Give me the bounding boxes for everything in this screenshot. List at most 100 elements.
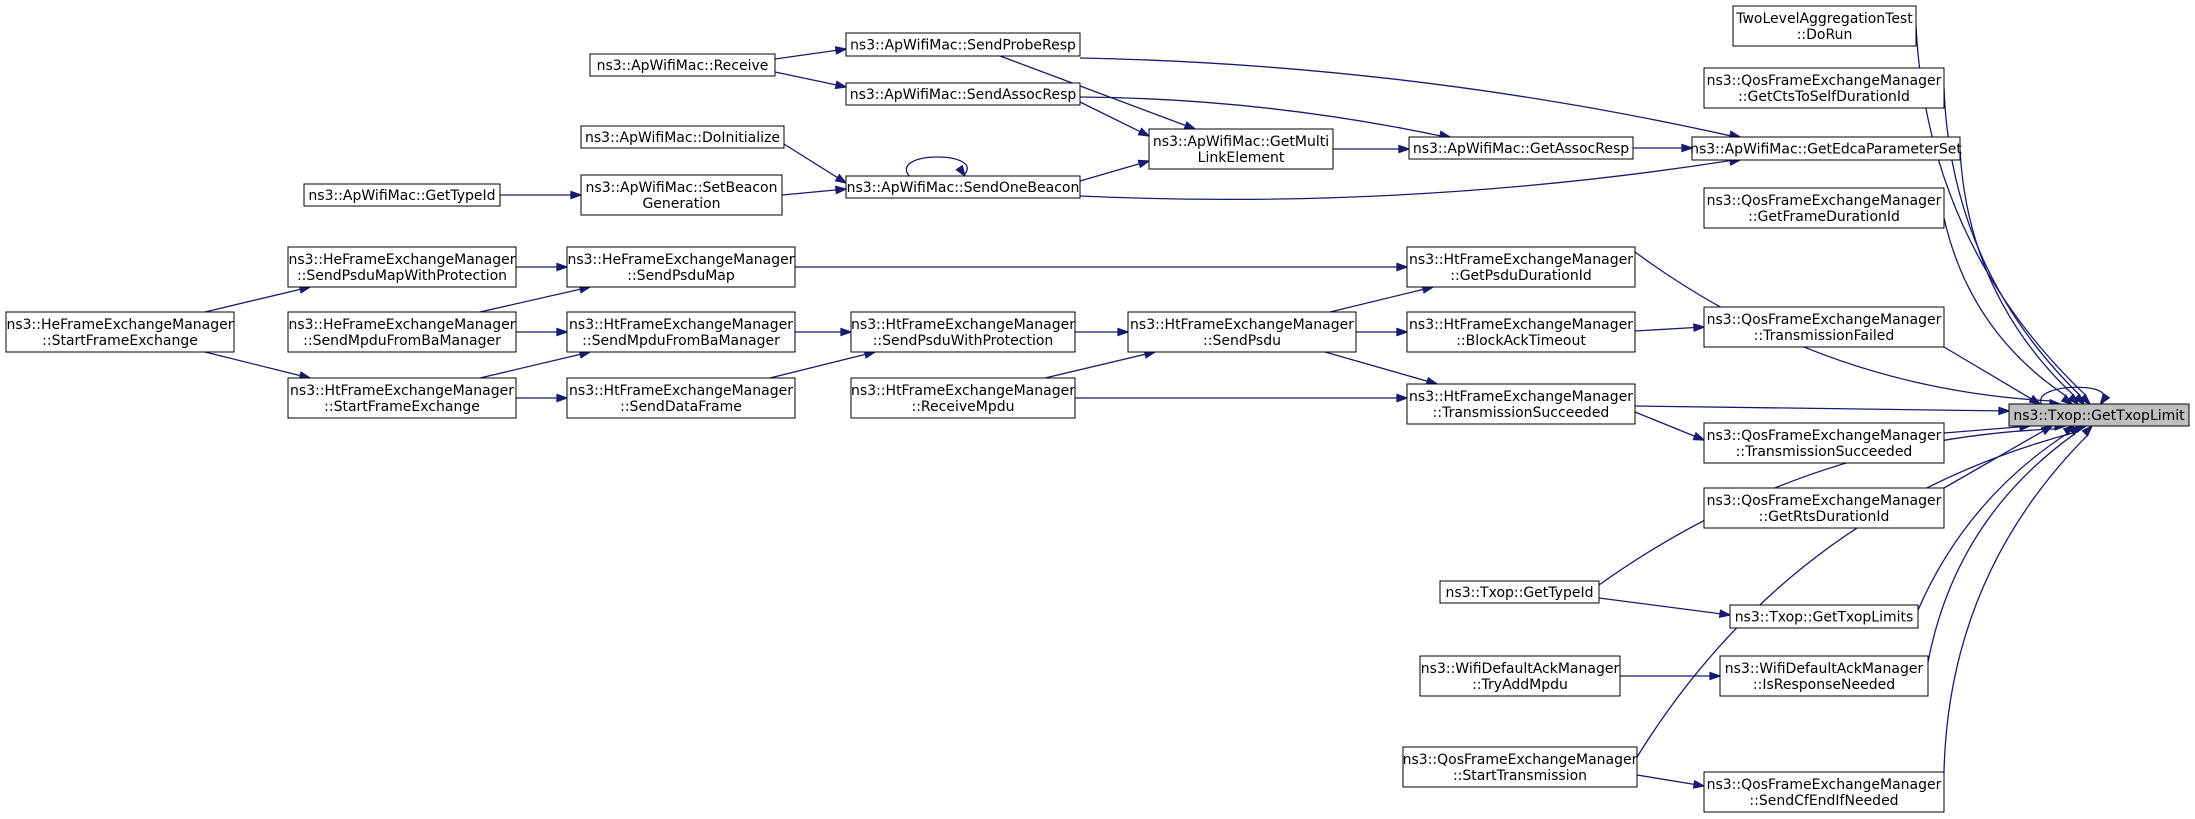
edge-ack_tryaddmpdu-to-ack_isresponseneeded <box>1620 671 1722 681</box>
edge-ap_sendonebeacon-to-ap_getmultilink <box>1079 159 1151 182</box>
node-label: ::SendPsduMapWithProtection <box>297 268 507 284</box>
edge-qos_getrtsdur-to-txop_gettxoplimit <box>1943 425 2054 489</box>
edge-ap_doinitialize-to-ap_sendonebeacon <box>783 143 848 185</box>
node-ht_receivempdu[interactable]: ns3::HtFrameExchangeManager::ReceiveMpdu <box>850 377 1076 419</box>
node-label: ns3::HtFrameExchangeManager <box>1130 317 1354 333</box>
node-ap_doinitialize[interactable]: ns3::ApWifiMac::DoInitialize <box>580 125 785 149</box>
node-ht_sendpsduwithprot[interactable]: ns3::HtFrameExchangeManager::SendPsduWit… <box>850 311 1076 353</box>
node-label: ns3::QosFrameExchangeManager <box>1707 193 1942 209</box>
node-ap_sendassocresp[interactable]: ns3::ApWifiMac::SendAssocResp <box>845 82 1081 106</box>
node-ap_sendproberesp[interactable]: ns3::ApWifiMac::SendProbeResp <box>845 32 1081 57</box>
node-label: ns3::HeFrameExchangeManager <box>6 317 233 333</box>
edge-ht_startframeexchange-to-ht_sendmpdufromba <box>479 350 592 379</box>
edge-ap_getmultilink-to-ap_getassocresp <box>1333 144 1411 154</box>
edge-ap_sendproberesp-to-ap_getedca <box>1079 57 1742 140</box>
edge-ht_receivempdu-to-ht_txsucceeded <box>1075 393 1409 403</box>
node-label: ::SendPsdu <box>1203 333 1281 349</box>
node-label: ns3::HtFrameExchangeManager <box>851 383 1075 399</box>
node-ap_getedca[interactable]: ns3::ApWifiMac::GetEdcaParameterSet <box>1690 136 1962 161</box>
node-label: ::BlockAckTimeout <box>1456 333 1586 349</box>
edge-txop_gettxoplimit-to-txop_gettxoplimit <box>2040 386 2111 406</box>
node-txop_gettxoplimits[interactable]: ns3::Txop::GetTxopLimits <box>1729 604 1919 629</box>
node-label: ns3::QosFrameExchangeManager <box>1707 73 1942 89</box>
node-label: ::TransmissionSucceeded <box>1433 405 1610 421</box>
node-label: ::SendCfEndIfNeeded <box>1749 793 1898 809</box>
node-qos_txfailed[interactable]: ns3::QosFrameExchangeManager::Transmissi… <box>1703 306 1945 348</box>
node-label: ::SendMpduFromBaManager <box>582 333 780 349</box>
node-label: ::GetFrameDurationId <box>1748 209 1900 225</box>
node-ht_getpsdudur[interactable]: ns3::HtFrameExchangeManager::GetPsduDura… <box>1406 246 1636 288</box>
edge-qos_sendcfendifneeded-to-txop_gettxoplimit <box>1943 424 2094 773</box>
node-label: ns3::ApWifiMac::GetTypeId <box>308 188 495 204</box>
node-ht_startframeexchange[interactable]: ns3::HtFrameExchangeManager::StartFrameE… <box>287 377 517 419</box>
node-label: ns3::ApWifiMac::GetMulti <box>1153 134 1329 150</box>
node-he_sendpsdumapwithprot[interactable]: ns3::HeFrameExchangeManager::SendPsduMap… <box>287 246 517 288</box>
node-qos_starttransmission[interactable]: ns3::QosFrameExchangeManager::StartTrans… <box>1402 746 1638 788</box>
node-txop_gettypeid[interactable]: ns3::Txop::GetTypeId <box>1439 580 1600 604</box>
node-ht_blockacktimeout[interactable]: ns3::HtFrameExchangeManager::BlockAckTim… <box>1406 311 1636 353</box>
edge-ht_sendpsdu-to-ht_blockacktimeout <box>1356 327 1409 337</box>
edge-ap_sendassocresp-to-ap_getmultilink <box>1079 101 1151 137</box>
node-label: ns3::ApWifiMac::SendOneBeacon <box>847 180 1080 196</box>
node-txop_gettxoplimit[interactable]: ns3::Txop::GetTxopLimit <box>2008 403 2190 427</box>
node-label: ns3::QosFrameExchangeManager <box>1707 428 1942 444</box>
node-label: ::DoRun <box>1797 27 1853 43</box>
node-ap_receive[interactable]: ns3::ApWifiMac::Receive <box>589 53 776 77</box>
node-qos_getframedur[interactable]: ns3::QosFrameExchangeManager::GetFrameDu… <box>1703 187 1945 229</box>
edge-ht_sendpsduwithprot-to-ht_sendpsdu <box>1075 327 1130 337</box>
edge-ht_sendmpdufromba-to-ht_sendpsduwithprot <box>795 327 853 337</box>
node-qos_getrtsdur[interactable]: ns3::QosFrameExchangeManager::GetRtsDura… <box>1703 487 1945 529</box>
node-label: ns3::HtFrameExchangeManager <box>1409 389 1633 405</box>
node-qos_getctstoself[interactable]: ns3::QosFrameExchangeManager::GetCtsToSe… <box>1703 67 1945 109</box>
node-label: ::SendMpduFromBaManager <box>303 333 501 349</box>
node-label: ns3::ApWifiMac::Receive <box>597 58 769 74</box>
edge-he_sendpsdumapwithprot-to-he_sendpsdumap <box>516 262 569 272</box>
node-label: ns3::ApWifiMac::GetAssocResp <box>1413 141 1629 157</box>
node-label: ::TransmissionSucceeded <box>1736 444 1913 460</box>
node-qos_txsucceeded[interactable]: ns3::QosFrameExchangeManager::Transmissi… <box>1703 422 1945 464</box>
node-ht_senddataframe[interactable]: ns3::HtFrameExchangeManager::SendDataFra… <box>566 377 796 419</box>
edge-ht_startframeexchange-to-ht_senddataframe <box>516 393 569 403</box>
node-ap_sendonebeacon[interactable]: ns3::ApWifiMac::SendOneBeacon <box>845 175 1081 199</box>
node-label: Generation <box>642 196 720 212</box>
edge-qos_getctstoself-to-txop_gettxoplimit <box>1943 87 2086 406</box>
edge-he_sendmpdufromba-to-ht_sendmpdufromba <box>516 327 569 337</box>
node-ht_sendmpdufromba[interactable]: ns3::HtFrameExchangeManager::SendMpduFro… <box>566 311 796 353</box>
node-label: ns3::HeFrameExchangeManager <box>288 317 515 333</box>
node-label: TwoLevelAggregationTest <box>1735 11 1913 27</box>
edge-qos_txfailed-to-txop_gettxoplimit <box>1943 346 2042 406</box>
node-label: LinkElement <box>1198 150 1285 166</box>
node-he_sendpsdumap[interactable]: ns3::HeFrameExchangeManager::SendPsduMap <box>566 246 796 288</box>
node-label: ns3::HtFrameExchangeManager <box>1409 252 1633 268</box>
node-label: ns3::HtFrameExchangeManager <box>569 383 793 399</box>
edge-ap_receive-to-ap_sendassocresp <box>774 71 848 90</box>
node-ht_sendpsdu[interactable]: ns3::HtFrameExchangeManager::SendPsdu <box>1127 311 1357 353</box>
node-label: ::StartFrameExchange <box>324 399 480 415</box>
node-label: ns3::QosFrameExchangeManager <box>1707 312 1942 328</box>
edge-he_startframeexchange-to-ht_startframeexchange <box>204 351 312 380</box>
edge-he_sendmpdufromba-to-he_sendpsdumap <box>479 285 592 313</box>
node-he_sendmpdufromba[interactable]: ns3::HeFrameExchangeManager::SendMpduFro… <box>287 311 517 353</box>
node-label: ns3::WifiDefaultAckManager <box>1725 661 1924 677</box>
node-label: ns3::ApWifiMac::DoInitialize <box>585 130 780 146</box>
node-ap_gettypeid[interactable]: ns3::ApWifiMac::GetTypeId <box>303 183 501 207</box>
node-label: ns3::ApWifiMac::GetEdcaParameterSet <box>1690 142 1962 158</box>
node-label: ns3::HtFrameExchangeManager <box>1409 317 1633 333</box>
node-qos_sendcfendifneeded[interactable]: ns3::QosFrameExchangeManager::SendCfEndI… <box>1703 771 1945 813</box>
node-label: ::StartFrameExchange <box>42 333 198 349</box>
node-ack_isresponseneeded[interactable]: ns3::WifiDefaultAckManager::IsResponseNe… <box>1719 655 1929 697</box>
node-label: ns3::ApWifiMac::SendAssocResp <box>850 87 1077 103</box>
node-twolevel_dorun[interactable]: TwoLevelAggregationTest::DoRun <box>1732 5 1917 47</box>
edge-ap_getedca-to-txop_gettxoplimit <box>1959 149 2080 406</box>
node-he_startframeexchange[interactable]: ns3::HeFrameExchangeManager::StartFrameE… <box>5 311 235 353</box>
edge-ht_sendpsdu-to-ht_getpsdudur <box>1329 285 1435 313</box>
node-ht_txsucceeded[interactable]: ns3::HtFrameExchangeManager::Transmissio… <box>1406 383 1636 425</box>
edge-ht_blockacktimeout-to-qos_txfailed <box>1634 323 1706 333</box>
node-ack_tryaddmpdu[interactable]: ns3::WifiDefaultAckManager::TryAddMpdu <box>1419 655 1621 697</box>
edge-qos_starttransmission-to-qos_sendcfendifneeded <box>1636 774 1706 789</box>
node-ap_getassocresp[interactable]: ns3::ApWifiMac::GetAssocResp <box>1408 136 1634 160</box>
node-label: ::GetPsduDurationId <box>1450 268 1591 284</box>
